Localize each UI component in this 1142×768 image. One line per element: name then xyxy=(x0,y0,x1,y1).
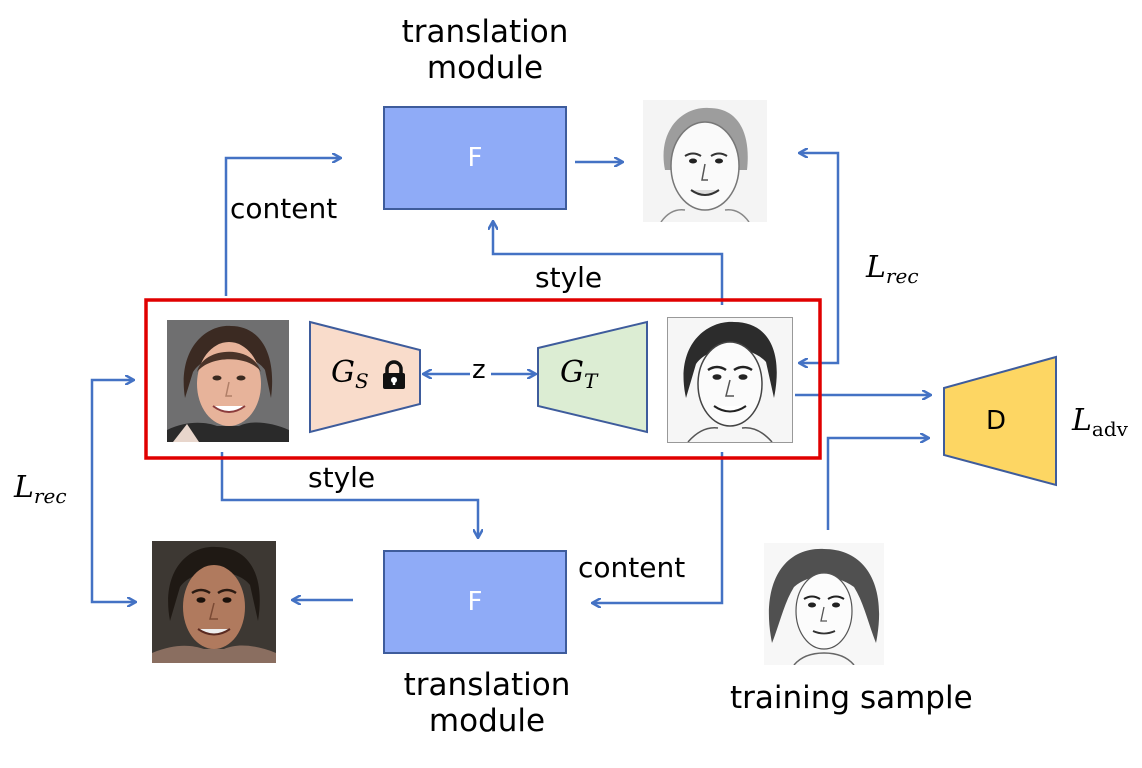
arrow-rec-left-bottom xyxy=(90,490,135,602)
bottom-module-label: translation module xyxy=(403,667,571,739)
source-generator-label: GS xyxy=(331,355,369,393)
top-module-label: translation module xyxy=(401,14,569,86)
bottom-output-photo-image xyxy=(152,541,276,663)
arrow-style-to-bottom-f xyxy=(220,452,478,537)
reconstruction-loss-right: Lrec xyxy=(866,250,919,288)
arrow-rec-right-bottom xyxy=(800,290,840,363)
target-generator-shape xyxy=(537,320,648,434)
style-label-bottom: style xyxy=(308,461,376,494)
training-sample-label: training sample xyxy=(730,680,973,716)
reconstruction-loss-left: Lrec xyxy=(14,470,67,508)
discriminator-label: D xyxy=(986,406,1007,436)
top-output-sketch-image xyxy=(643,100,767,222)
arrow-rec-left-top xyxy=(90,380,133,490)
style-label-top: style xyxy=(535,261,603,294)
arrow-rec-right-top xyxy=(800,153,840,290)
source-generator-shape xyxy=(309,320,421,434)
top-translation-block: F xyxy=(383,106,567,210)
arrow-content-to-bottom-f xyxy=(593,452,724,603)
source-photo-image xyxy=(167,320,289,442)
arrow-style-to-top-f xyxy=(493,222,724,305)
training-sample-image xyxy=(764,543,884,665)
latent-z-label: z xyxy=(472,355,486,385)
generated-sketch-image xyxy=(667,317,793,443)
target-generator-label: GT xyxy=(560,355,598,393)
content-label-bottom: content xyxy=(578,551,686,584)
adversarial-loss: Ladv xyxy=(1072,403,1128,441)
arrow-training-to-d xyxy=(826,438,928,530)
lock-icon xyxy=(380,360,408,390)
bottom-translation-block: F xyxy=(383,550,567,654)
arrow-content-to-top-f xyxy=(224,158,340,296)
discriminator-shape xyxy=(943,355,1057,487)
content-label-top: content xyxy=(230,192,338,225)
generator-highlight-frame xyxy=(144,298,822,460)
